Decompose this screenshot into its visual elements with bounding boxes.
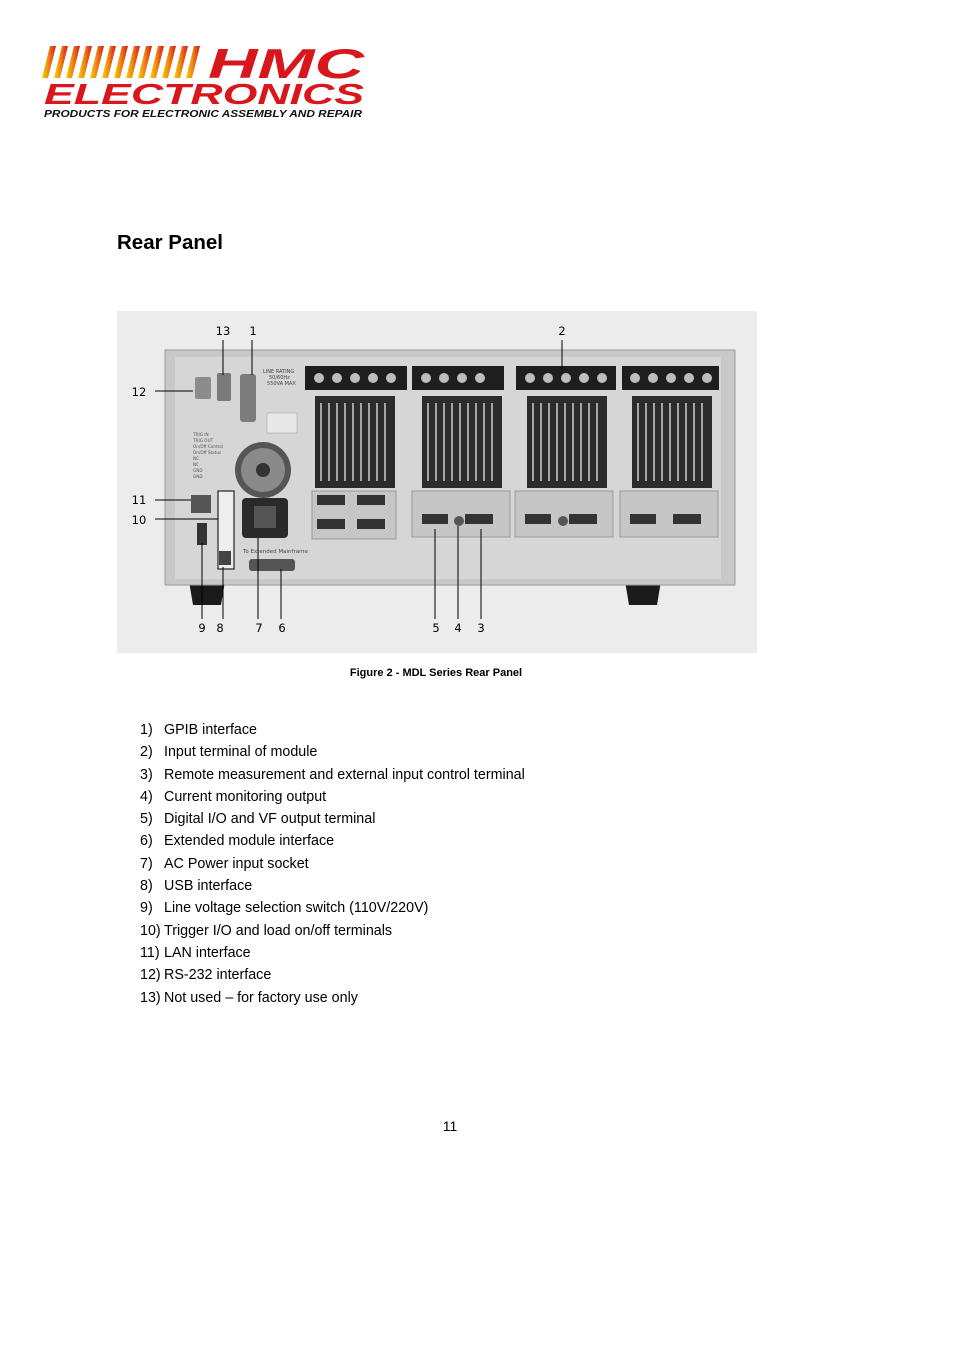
logo-tagline: PRODUCTS FOR ELECTRONIC ASSEMBLY AND REP…	[44, 108, 362, 120]
list-item: 12)RS-232 interface	[140, 964, 525, 986]
item-number: 2)	[140, 744, 153, 761]
callout-3: 3	[477, 621, 484, 635]
item-number: 7)	[140, 855, 153, 872]
usb-port	[219, 551, 231, 565]
item-text: RS-232 interface	[164, 967, 272, 984]
extended-connector	[249, 559, 295, 571]
list-item: 8) USB interface	[140, 875, 525, 897]
trig-text-1: TRIG IN	[192, 432, 209, 437]
callout-9: 9	[198, 621, 205, 635]
callout-10: 10	[132, 513, 147, 527]
section-title: Rear Panel	[117, 231, 223, 254]
trigger-terminal-block	[217, 490, 235, 570]
item-text: Current monitoring output	[164, 788, 327, 805]
rating-text-1: LINE RATING	[263, 369, 294, 375]
heatsink-fins	[320, 403, 703, 481]
trig-text-5: NC	[193, 456, 199, 461]
gpib-port	[240, 374, 256, 422]
rating-text-3: 550VA MAX	[267, 381, 296, 387]
callout-5: 5	[432, 621, 439, 635]
rs232-port	[195, 377, 211, 399]
callout-11: 11	[132, 493, 147, 507]
item-text: GPIB interface	[164, 722, 257, 738]
list-item: 11)LAN interface	[140, 942, 525, 964]
callout-6: 6	[278, 621, 285, 635]
item-text: Extended module interface	[164, 833, 335, 850]
trig-text-4: On/Off Status	[193, 450, 221, 455]
item-number: 1)	[140, 722, 153, 738]
callout-1: 1	[249, 324, 256, 338]
callout-2: 2	[558, 324, 565, 338]
item-number: 4)	[140, 788, 153, 805]
item-number: 3)	[140, 766, 153, 783]
callout-4: 4	[454, 621, 461, 635]
ac-power-inlet	[254, 506, 276, 528]
logo-line2: ELECTRONICS	[44, 79, 365, 111]
trig-text-8: GND	[193, 474, 203, 479]
trig-text-3: On/Off Control	[193, 444, 223, 449]
item-number: 5)	[140, 811, 153, 828]
list-item: 9) Line voltage selection switch (110V/22…	[140, 897, 525, 919]
item-number: 9)	[140, 900, 153, 917]
item-number: 6)	[140, 833, 153, 850]
item-number: 13)	[140, 989, 161, 1006]
factory-port	[217, 373, 231, 401]
item-number: 8)	[140, 878, 153, 895]
page-number: 11	[442, 1118, 458, 1134]
callout-12: 12	[132, 385, 147, 399]
list-item: 6) Extended module interface	[140, 830, 525, 852]
item-text: AC Power input socket	[164, 855, 309, 872]
extended-label: To Extended Mainframe	[242, 549, 308, 555]
trig-text-6: NC	[193, 462, 199, 467]
figure-caption: Figure 2 - MDL Series Rear Panel	[349, 667, 523, 679]
module-4	[619, 366, 719, 538]
item-text: Digital I/O and VF output terminal	[164, 811, 376, 828]
callout-7: 7	[255, 621, 262, 635]
list-item: 5) Digital I/O and VF output terminal	[140, 808, 525, 830]
trig-text-7: GND	[193, 468, 203, 473]
rear-panel-figure: LINE RATING 50/60Hz 550VA MAX TRIG IN TR…	[117, 311, 757, 653]
control-section: LINE RATING 50/60Hz 550VA MAX TRIG IN TR…	[191, 369, 308, 571]
list-item: 3) Remote measurement and external input …	[140, 764, 525, 786]
logo-line1: HMC	[208, 42, 365, 87]
foot-left	[189, 581, 225, 605]
item-text: Not used – for factory use only	[164, 989, 358, 1006]
callout-8: 8	[216, 621, 223, 635]
hmc-electronics-logo: HMC ELECTRONICS PRODUCTS FOR ELECTRONIC …	[42, 42, 365, 120]
foot-right	[625, 581, 661, 605]
list-item: 10)Trigger I/O and load on/off terminals	[140, 920, 525, 942]
list-item: 4) Current monitoring output	[140, 786, 525, 808]
item-text: Line voltage selection switch (110V/220V…	[164, 900, 429, 917]
item-number: 12)	[140, 967, 161, 984]
list-item: 7) AC Power input socket	[140, 853, 525, 875]
module-terminal-screws	[314, 373, 712, 383]
trig-text-2: TRIG OUT	[192, 438, 214, 443]
list-item: 1) GPIB interface	[140, 719, 525, 741]
lan-port	[191, 495, 211, 513]
fan-hub	[256, 463, 270, 477]
rating-text-2: 50/60Hz	[269, 375, 290, 381]
item-number: 11)	[140, 944, 160, 961]
callout-13: 13	[216, 324, 231, 338]
rear-panel-item-list: 1) GPIB interface 2) Input terminal of mod…	[140, 719, 525, 1009]
item-text: Input terminal of module	[164, 744, 318, 761]
list-item: 13)Not used – for factory use only	[140, 987, 525, 1009]
item-text: USB interface	[164, 878, 253, 895]
item-number: 10)	[140, 922, 161, 939]
voltage-label-box	[266, 412, 298, 434]
item-text: Remote measurement and external input co…	[164, 766, 525, 783]
list-item: 2) Input terminal of module	[140, 741, 525, 763]
item-text: Trigger I/O and load on/off terminals	[164, 922, 393, 939]
voltage-switch	[197, 523, 207, 545]
item-text: LAN interface	[164, 944, 251, 961]
callout-leaders	[155, 340, 563, 619]
